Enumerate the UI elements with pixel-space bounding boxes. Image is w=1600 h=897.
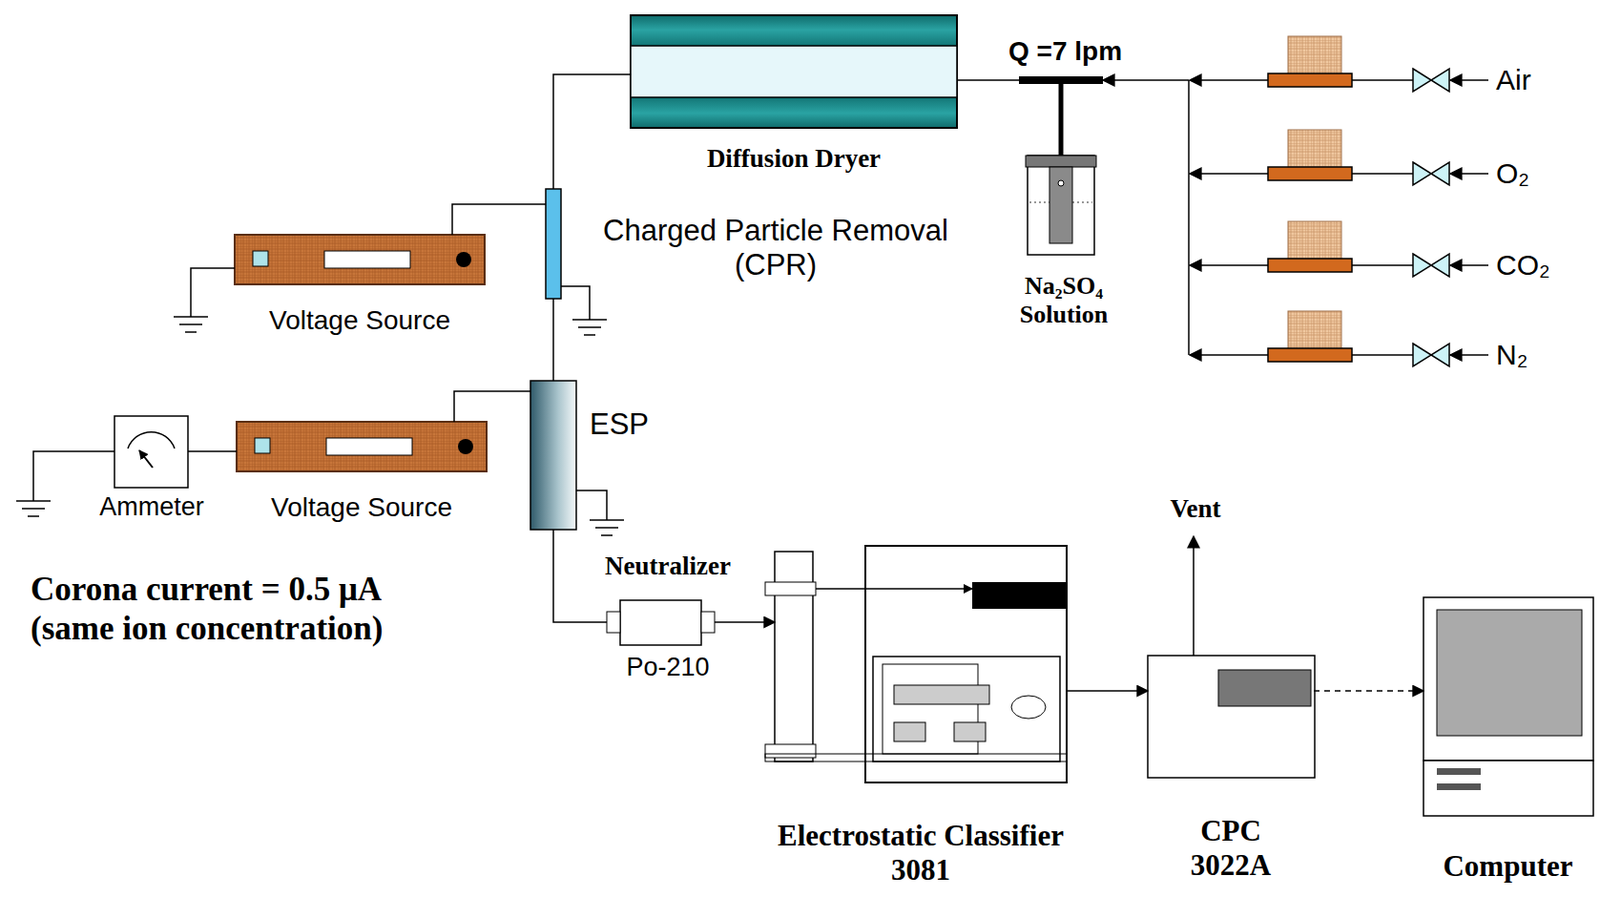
- node-label: Charged Particle Removal (CPR): [576, 213, 976, 284]
- node-label: Po-210: [572, 652, 764, 684]
- ammeter: Ammeter: [89, 415, 214, 526]
- neutralizer: NeutralizerPo-210: [572, 551, 764, 690]
- voltage-source: Voltage Source: [236, 421, 487, 527]
- flow-line: [956, 80, 1061, 156]
- vent-label: Vent: [1152, 494, 1239, 525]
- node-label: Ammeter: [89, 492, 214, 523]
- atomizer-vessel: Na₂SO₄ Solution: [992, 152, 1136, 331]
- flow-line: [454, 391, 531, 422]
- node-label: Voltage Source: [236, 492, 487, 524]
- cpr-electrode: Charged Particle Removal (CPR): [545, 187, 976, 300]
- node-label: ESP: [589, 407, 647, 442]
- node-label: Voltage Source: [234, 305, 485, 337]
- cpc-counter: CPC 3022A: [1140, 655, 1322, 884]
- node-label: Electrostatic Classifier 3081: [763, 818, 1079, 889]
- gas-name: Air: [1496, 62, 1592, 97]
- gas-name: N₂: [1496, 337, 1592, 372]
- node-label: CPC 3022A: [1173, 813, 1289, 884]
- gas-name: CO₂: [1496, 248, 1592, 282]
- node-label: Computer: [1419, 849, 1597, 884]
- voltage-source: Voltage Source: [234, 234, 485, 340]
- flow-line: [1066, 689, 1148, 692]
- node-label: Na₂SO₄ Solution: [992, 271, 1136, 331]
- flow-line: [553, 529, 607, 623]
- flow-line: [553, 74, 631, 189]
- computer: Computer: [1419, 596, 1597, 888]
- node-label: Neutralizer: [572, 551, 764, 582]
- flow-line: [187, 450, 237, 453]
- flow-line: [452, 204, 546, 235]
- flow-line: [1313, 689, 1424, 692]
- electrostatic-classifier: Electrostatic Classifier 3081: [763, 545, 1079, 890]
- node-label: Diffusion Dryer: [630, 144, 957, 175]
- flow-rate: Q =7 lpm: [1008, 36, 1162, 68]
- flow-line: [552, 298, 555, 381]
- flow-line: [714, 621, 775, 624]
- gas-name: O₂: [1496, 156, 1592, 190]
- note: Corona current = 0.5 μA (same ion concen…: [30, 570, 458, 649]
- diffusion-dryer: Diffusion Dryer: [630, 15, 957, 180]
- esp-charger: ESP: [530, 380, 649, 530]
